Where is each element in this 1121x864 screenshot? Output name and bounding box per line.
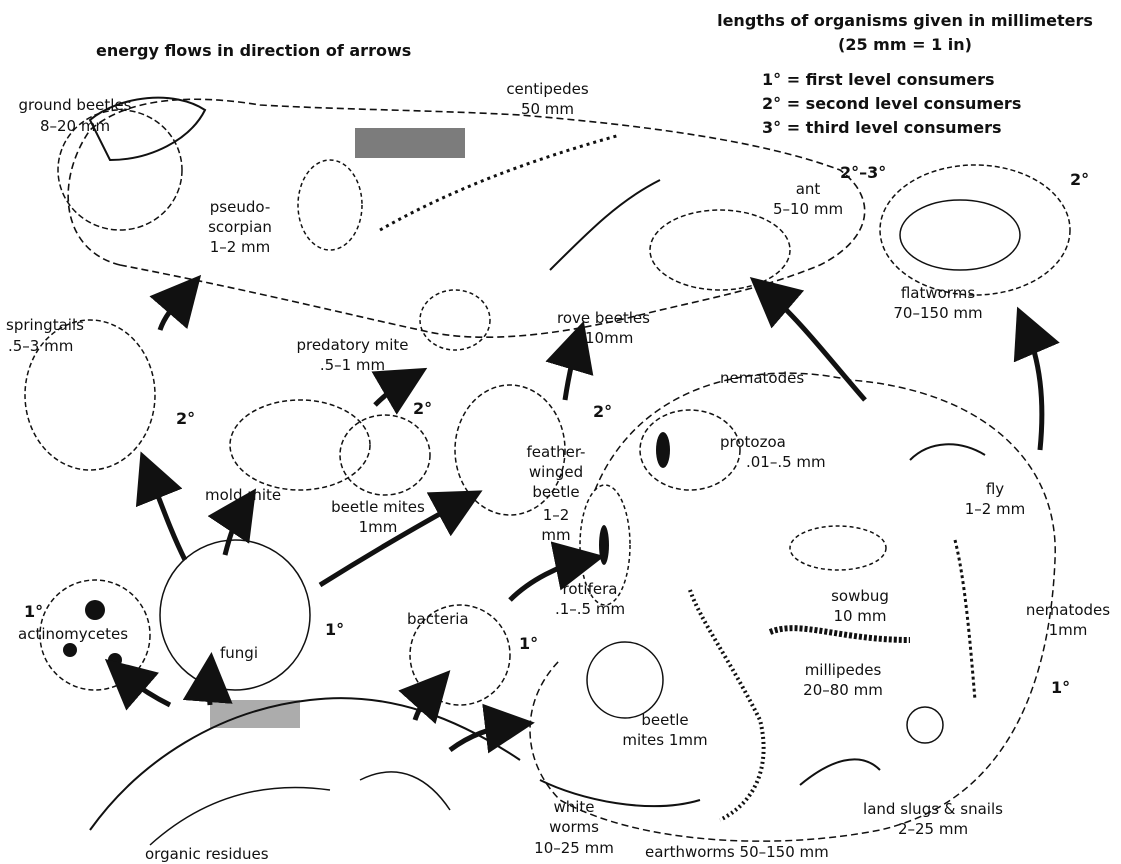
arrow-fungi-to-springtails	[148, 470, 185, 560]
millipedes-label: millipedes	[778, 661, 908, 680]
organic-residue-sketch	[90, 698, 520, 830]
white-worms-label-2: worms	[530, 818, 618, 837]
mold-mite-label: mold mite	[205, 486, 281, 505]
fly-label: fly	[955, 480, 1035, 499]
centipedes-size: 50 mm	[480, 100, 615, 119]
feather-winged-beetle-label: feather-	[518, 443, 594, 462]
land-slugs-size: 2–25 mm	[848, 820, 1018, 839]
fungi-circle	[160, 540, 310, 690]
millipede-sketch	[770, 628, 910, 640]
ant-label: ant	[758, 180, 858, 199]
flatworm-sketch	[880, 165, 1070, 295]
fly-sketch	[910, 444, 985, 460]
rove-beetles-size: 10mm	[585, 329, 633, 348]
level-marker-mites: 2°	[413, 399, 432, 418]
legend-third-level: 3° = third level consumers	[762, 117, 1002, 138]
millipedes-size: 20–80 mm	[778, 681, 908, 700]
arrow-fungi-to-mold-mite	[225, 505, 245, 555]
feather-winged-beetle-size: 1–2	[518, 506, 594, 525]
organic-residues-label: organic residues	[145, 845, 269, 864]
nematodes-top-label: nematodes	[720, 369, 804, 388]
arrow-residues-to-actinomycetes	[120, 672, 170, 705]
legend-first-level: 1° = first level consumers	[762, 69, 995, 90]
arrow-springtails-to-top	[160, 290, 188, 330]
predatory-mite-size: .5–1 mm	[280, 356, 425, 375]
sowbug-size: 10 mm	[820, 607, 900, 626]
predatory-mite-label: predatory mite	[280, 336, 425, 355]
sowbug-sketch	[790, 526, 886, 570]
actinomycetes-label: actinomycetes	[18, 625, 128, 644]
level-marker-feather-winged: 2°	[593, 402, 612, 421]
lengths-note: lengths of organisms given in millimeter…	[690, 10, 1120, 31]
flatworms-label: flatworms	[868, 284, 1008, 303]
springtails-label: springtails	[6, 316, 84, 335]
beetle-mites-label: beetle mites	[318, 498, 438, 517]
level-marker-ant: 2°–3°	[840, 163, 886, 182]
nematodes-right-size: 1mm	[1015, 621, 1121, 640]
ant-size: 5–10 mm	[758, 200, 858, 219]
mold-mite-sketch	[230, 400, 370, 490]
beetle-mite-sketch	[340, 415, 430, 495]
ground-beetles-size: 8–20 mm	[0, 117, 150, 136]
white-worms-label: white	[530, 798, 618, 817]
fly-size: 1–2 mm	[955, 500, 1035, 519]
feather-winged-beetle-label-3: beetle	[518, 483, 594, 502]
ant-sketch	[650, 210, 790, 290]
pseudoscorpian-size: 1–2 mm	[195, 238, 285, 257]
beetle-mites-size: 1mm	[318, 518, 438, 537]
land-slugs-label: land slugs & snails	[848, 800, 1018, 819]
feather-winged-beetle-label-2: winged	[518, 463, 594, 482]
rotifera-label: rotifera	[535, 580, 645, 599]
protozoa-size: .01–.5 mm	[746, 453, 826, 472]
fungi-label: fungi	[220, 644, 258, 663]
feather-winged-beetle-size-unit: mm	[518, 526, 594, 545]
snail-shell-sketch	[907, 707, 943, 743]
legend-second-level: 2° = second level consumers	[762, 93, 1021, 114]
arrow-feather-winged-to-rove-beetles	[565, 340, 578, 400]
energy-flow-note: energy flows in direction of arrows	[96, 40, 411, 61]
level-marker-bacteria: 1°	[519, 634, 538, 653]
centipedes-label: centipedes	[480, 80, 615, 99]
level-marker-flatworms: 2°	[1070, 170, 1089, 189]
earthworms-label: earthworms 50–150 mm	[645, 843, 829, 862]
level-marker-lower-web: 1°	[1051, 678, 1070, 697]
inch-conversion-note: (25 mm = 1 in)	[690, 34, 1120, 55]
arrow-mites-to-predatory-mite	[375, 378, 410, 405]
pseudoscorpian-label-line2: scorpian	[195, 218, 285, 237]
texture-patches	[63, 128, 670, 728]
pseudoscorpian-sketch	[298, 160, 362, 250]
springtails-size: .5–3 mm	[8, 337, 73, 356]
beetle-mite-lower-sketch	[587, 642, 663, 718]
pseudoscorpian-label: pseudo-	[195, 198, 285, 217]
arrow-residues-to-fungi	[209, 672, 210, 705]
sowbug-label: sowbug	[820, 587, 900, 606]
flatworms-size: 70–150 mm	[868, 304, 1008, 323]
beetle-mites-lower-size: mites 1mm	[615, 731, 715, 750]
bacteria-label: bacteria	[407, 610, 469, 629]
level-marker-fungi: 1°	[325, 620, 344, 639]
protozoa-label: protozoa	[720, 433, 786, 452]
predatory-mite-sketch	[420, 290, 490, 350]
white-worms-size: 10–25 mm	[530, 839, 618, 858]
nematode-right-sketch	[955, 540, 975, 700]
level-marker-springtails: 2°	[176, 409, 195, 428]
rove-beetles-label: rove beetles	[557, 309, 650, 328]
level-marker-actinomycetes: 1°	[24, 602, 43, 621]
top-consumer-boundary	[68, 99, 865, 337]
rotifera-size: .1–.5 mm	[535, 600, 645, 619]
ground-beetles-label: ground beetles	[0, 96, 150, 115]
slug-sketch	[800, 759, 880, 785]
beetle-mites-lower-label: beetle	[615, 711, 715, 730]
nematodes-right-label: nematodes	[1015, 601, 1121, 620]
arrow-lower-web-to-flatworms	[1025, 325, 1042, 450]
earthworm-sketch	[690, 590, 764, 820]
